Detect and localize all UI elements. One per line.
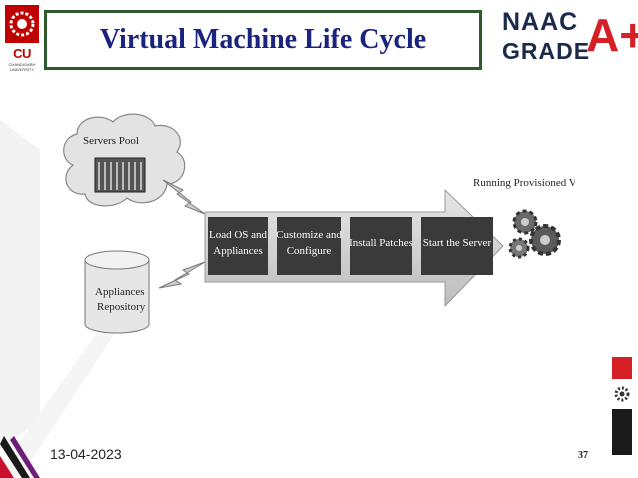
logo-subtext: CHANDIGARH UNIVERSITY	[8, 62, 36, 72]
step-customize: Customize and Configure	[276, 217, 342, 275]
gear-emblem-icon	[5, 5, 39, 43]
appliances-repository-cylinder: Appliances Repository	[84, 250, 150, 334]
running-vm-label: Running Provisioned VM	[473, 177, 575, 189]
grade-word: GRADE	[502, 38, 591, 64]
page-title: Virtual Machine Life Cycle	[99, 24, 427, 55]
servers-pool-label: Servers Pool	[83, 135, 139, 147]
slide-date: 13-04-2023	[50, 446, 122, 462]
server-rack-icon	[94, 157, 146, 193]
accent-block-black	[612, 409, 632, 455]
logo-text: CU	[13, 46, 31, 61]
step-label-2: Appliances	[213, 245, 262, 257]
grade-value: A+	[586, 9, 638, 61]
page-number: 37	[578, 450, 588, 461]
step-label-2: Configure	[287, 245, 332, 257]
step-label: Install Patches	[349, 237, 413, 249]
lightning-bolt-icon	[162, 179, 206, 215]
step-load-os: Load OS and Appliances	[208, 217, 268, 275]
naac-logo: NAAC GRADE A+	[498, 8, 638, 68]
vm-lifecycle-diagram: Servers Pool Appliances Repository Load …	[63, 113, 575, 334]
running-vm-gears-icon	[508, 209, 561, 259]
step-start-server: Start the Server	[421, 217, 493, 275]
appliances-repository-label-2: Repository	[97, 301, 146, 313]
corner-decoration	[0, 436, 40, 478]
step-label: Start the Server	[423, 237, 492, 249]
step-install-patches: Install Patches	[349, 217, 413, 275]
appliances-repository-label: Appliances	[95, 286, 144, 298]
university-logo: CU CHANDIGARH UNIVERSITY	[4, 4, 40, 84]
gear-emblem-icon	[614, 386, 630, 402]
servers-pool-cloud: Servers Pool	[63, 113, 186, 207]
lightning-bolt-icon	[158, 261, 206, 289]
step-label: Load OS and	[209, 229, 268, 241]
accent-block-red	[612, 357, 632, 379]
step-label: Customize and	[276, 229, 342, 241]
naac-word: NAAC	[502, 8, 579, 36]
title-box: Virtual Machine Life Cycle	[44, 10, 482, 70]
